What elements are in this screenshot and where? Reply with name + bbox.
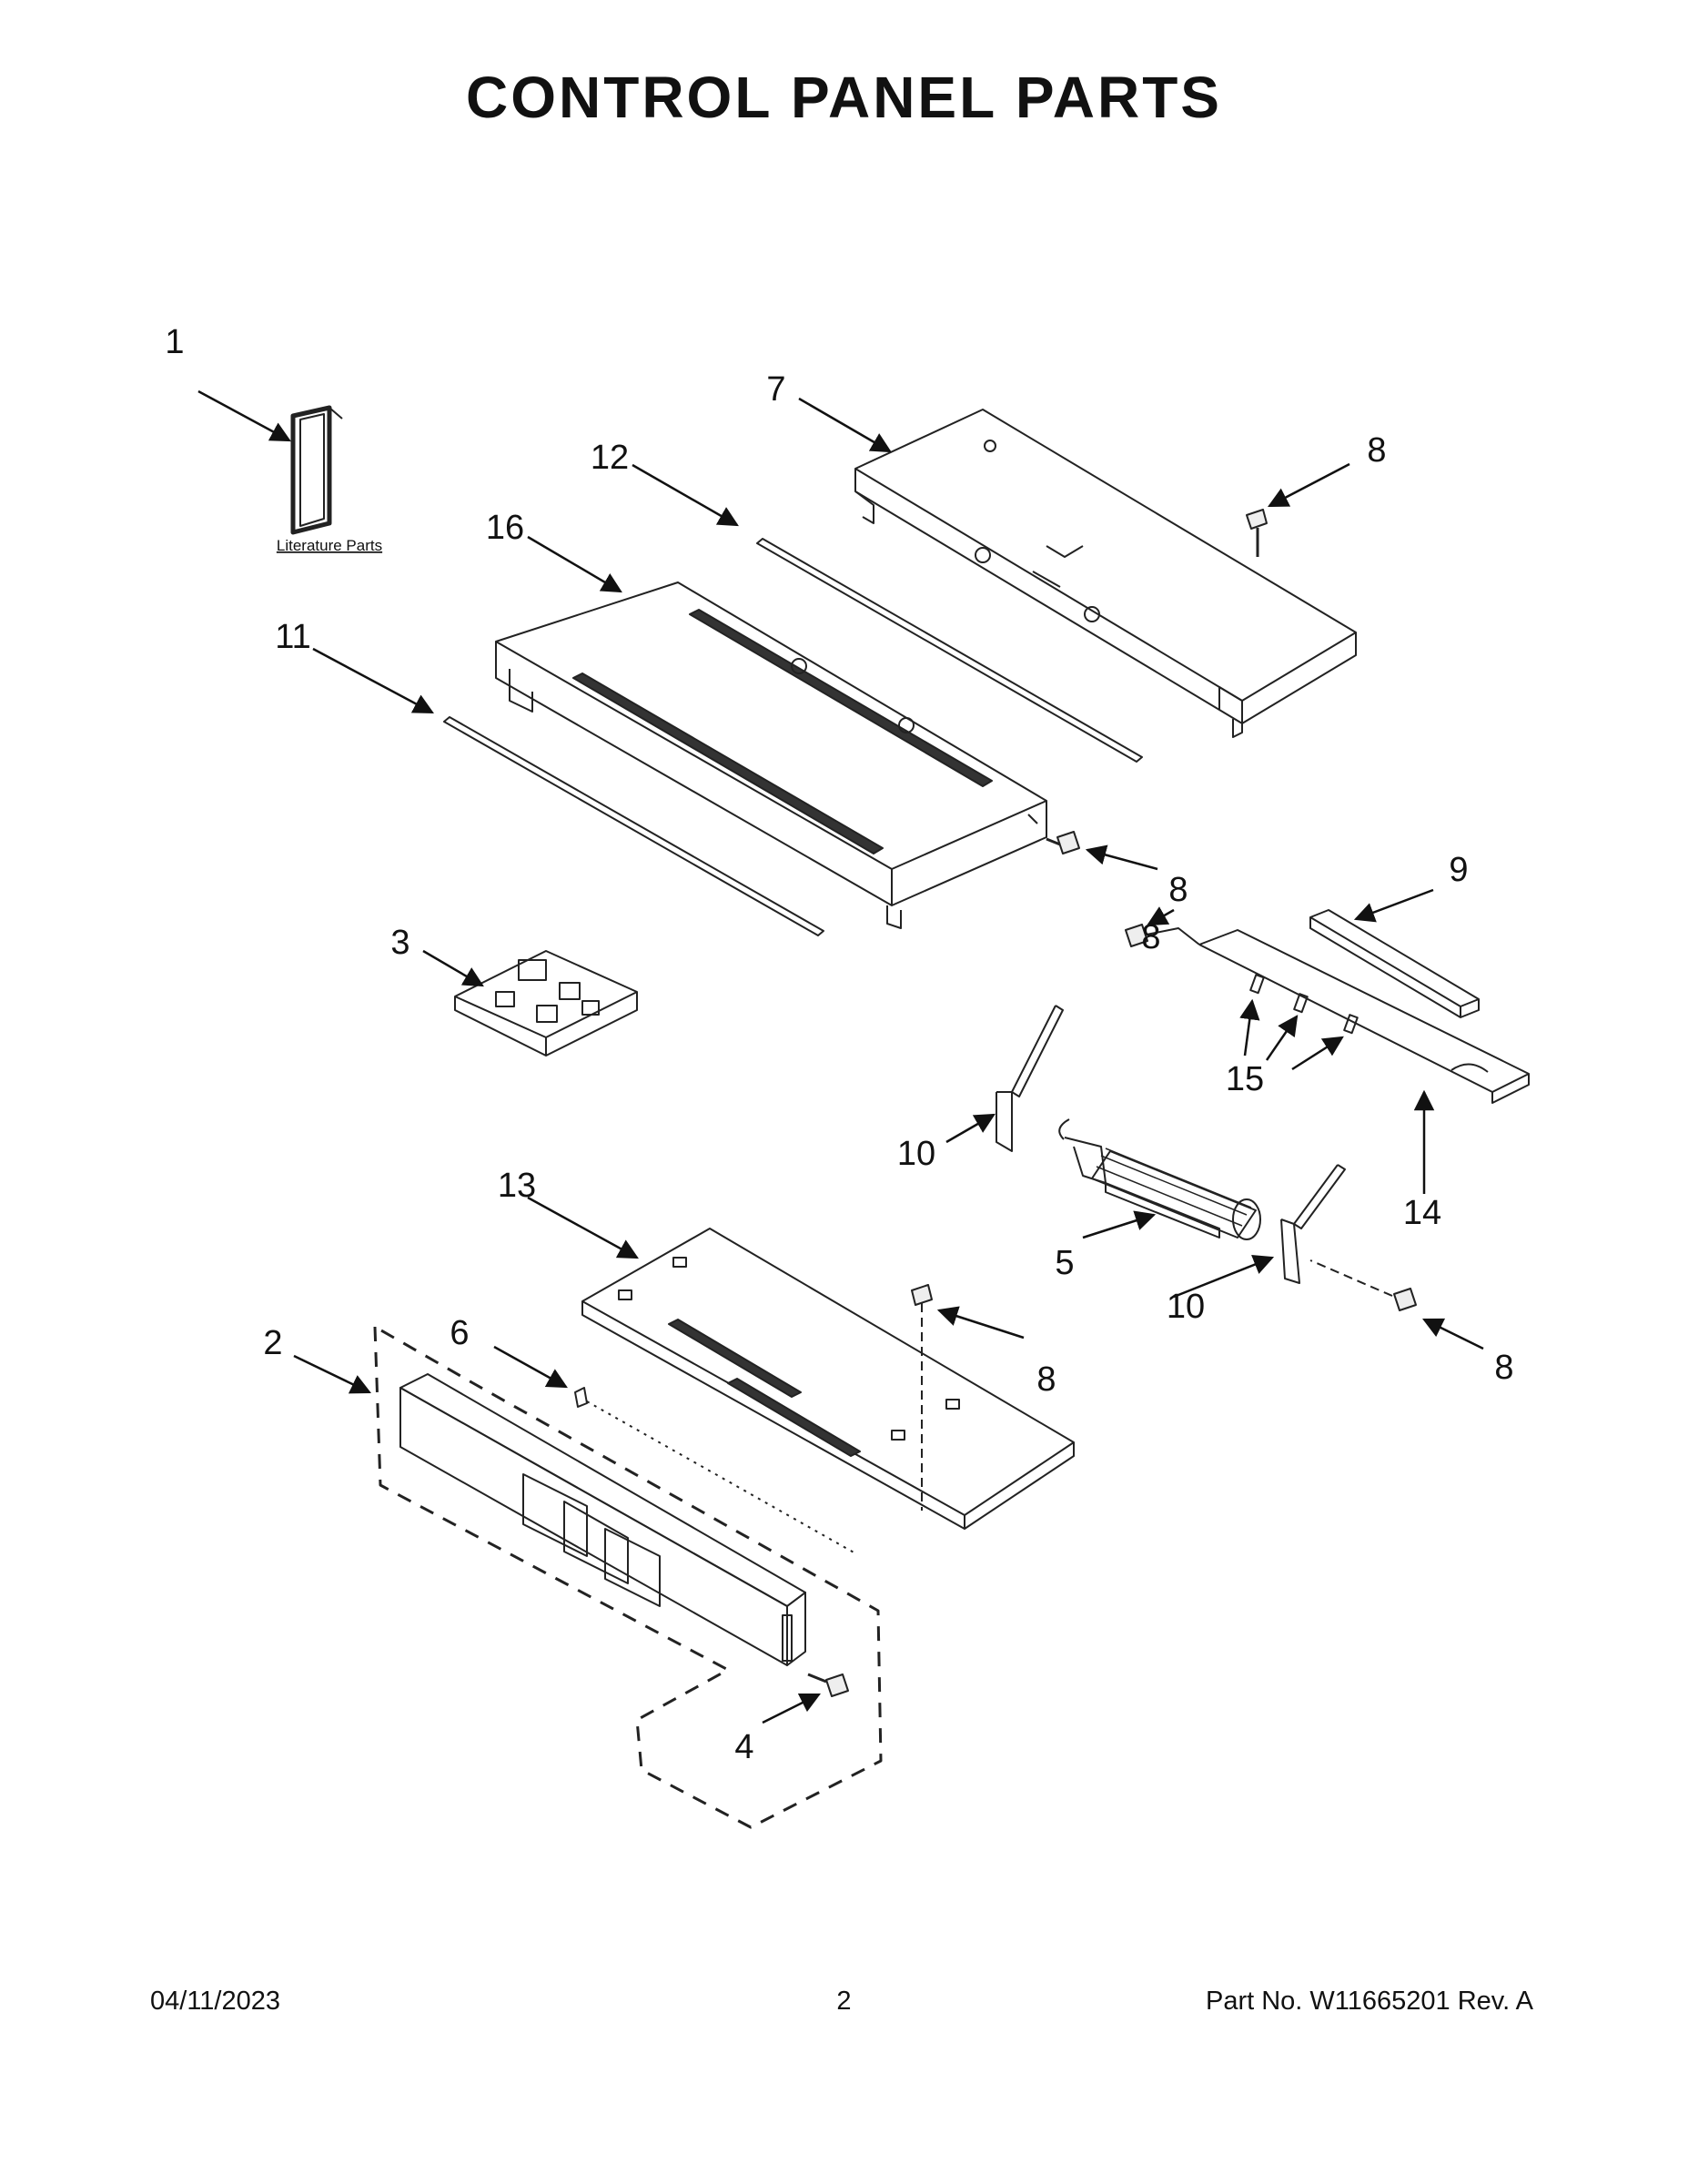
callout-8-bracket: 8 [1141, 918, 1160, 956]
screw-console [807, 1673, 849, 1697]
trim-strip-upper [756, 538, 1143, 763]
callout-8-bottom-panel: 8 [1036, 1360, 1056, 1399]
callout-16: 16 [486, 509, 524, 547]
insulation-block [1309, 909, 1480, 1018]
literature-parts-label: Literature Parts [277, 537, 382, 554]
bracket-right [1280, 1164, 1346, 1284]
standoff-pins [1249, 974, 1359, 1035]
callout-10-right: 10 [1167, 1288, 1205, 1326]
top-shield [854, 409, 1357, 738]
callout-6: 6 [450, 1314, 469, 1352]
control-board [454, 950, 638, 1057]
control-console [373, 1325, 883, 1829]
callout-9: 9 [1449, 851, 1468, 889]
callout-4: 4 [734, 1728, 753, 1766]
callout-3: 3 [390, 924, 409, 962]
callout-8-top: 8 [1367, 431, 1386, 470]
literature-parts-booklet [290, 405, 343, 535]
callout-15: 15 [1226, 1060, 1264, 1098]
callout-10-left: 10 [897, 1135, 935, 1173]
leader-arrows [197, 389, 1484, 1724]
screw-top [1246, 509, 1268, 557]
retaining-clip [574, 1387, 856, 1554]
callout-8-housing: 8 [1168, 871, 1188, 909]
control-housing [495, 581, 1047, 929]
footer-page-number: 2 [836, 1987, 852, 2016]
callout-2: 2 [263, 1324, 282, 1362]
trim-strip-lower [443, 716, 824, 936]
footer-date: 04/11/2023 [150, 1987, 280, 2016]
mounting-bracket [1198, 929, 1530, 1104]
callout-7: 7 [766, 370, 785, 409]
callout-14: 14 [1403, 1194, 1441, 1232]
callout-13: 13 [498, 1167, 536, 1205]
screw-bracket [1125, 924, 1200, 947]
screw-bottom-panel [911, 1284, 933, 1511]
callout-8-right: 8 [1494, 1349, 1513, 1387]
callout-12: 12 [591, 439, 629, 477]
bottom-panel [581, 1228, 1075, 1530]
screw-housing-side [1046, 831, 1080, 854]
bracket-left [996, 1005, 1064, 1152]
cooling-blower [1058, 1118, 1261, 1240]
callout-5: 5 [1055, 1244, 1074, 1282]
page-title: CONTROL PANEL PARTS [466, 65, 1222, 130]
screw-right [1309, 1259, 1417, 1311]
callout-11: 11 [275, 618, 310, 656]
footer-part-number: Part No. W11665201 Rev. A [1205, 1987, 1533, 2016]
callout-1: 1 [165, 323, 184, 361]
